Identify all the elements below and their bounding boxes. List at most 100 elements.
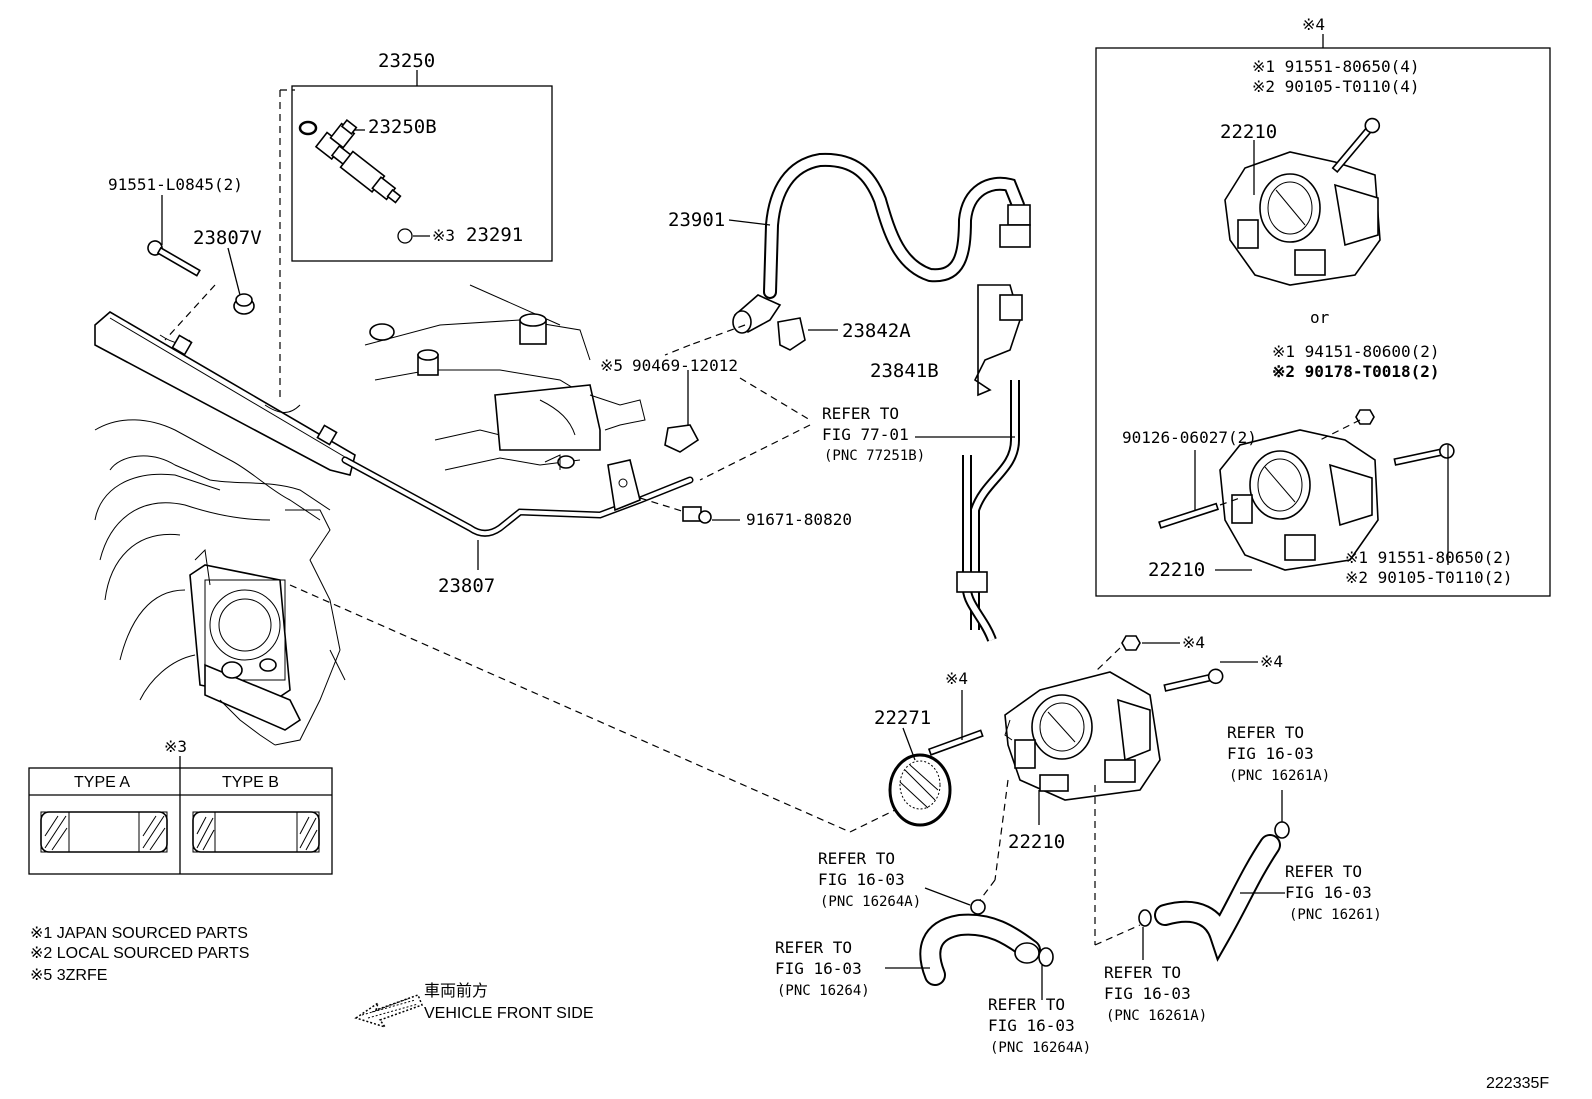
bolt-91671-80820-icon[interactable] (682, 506, 712, 524)
svg-text:REFER TO: REFER TO (988, 995, 1065, 1014)
svg-text:REFER TO: REFER TO (822, 404, 899, 423)
label-22210-main: 22210 (1008, 831, 1065, 853)
type-b-label: TYPE B (222, 774, 279, 791)
hose-clamp-icons[interactable] (970, 821, 1290, 967)
svg-text:REFER TO: REFER TO (1285, 862, 1362, 881)
inset-stud-label: 90126-06027(2) (1122, 428, 1257, 447)
inset-bolt-bottom-icon[interactable] (1393, 443, 1456, 469)
svg-text:REFER TO: REFER TO (818, 849, 895, 868)
label-90469: 90469-12012 (632, 356, 738, 375)
svg-text:FIG 16-03: FIG 16-03 (988, 1016, 1075, 1035)
type-table-mark: ※3 (164, 737, 187, 756)
svg-text:(PNC 16261A): (PNC 16261A) (1229, 768, 1330, 784)
ref-16261[interactable]: REFER TO FIG 16-03 (PNC 16261) (1285, 862, 1382, 923)
type-a-seal-icon (40, 811, 168, 853)
throttle-body-inset-bottom-icon[interactable] (1219, 429, 1379, 571)
label-23807: 23807 (438, 575, 495, 597)
svg-text:FIG 16-03: FIG 16-03 (1227, 744, 1314, 763)
svg-text:FIG 16-03: FIG 16-03 (1285, 883, 1372, 902)
label-23250: 23250 (378, 50, 435, 72)
ref-16261a-top[interactable]: REFER TO FIG 16-03 (PNC 16261A) (1227, 723, 1330, 784)
type-a-label: TYPE A (74, 774, 130, 791)
note-5: ※5 3ZRFE (30, 967, 107, 984)
bolt-91551-l0845-icon[interactable] (145, 238, 201, 279)
cylinder-head-sketch (364, 284, 646, 471)
label-23807v: 23807V (193, 227, 262, 249)
svg-text:FIG 16-03: FIG 16-03 (775, 959, 862, 978)
ref-77-01[interactable]: REFER TO FIG 77-01 (PNC 77251B) (822, 404, 925, 464)
label-23250b: 23250B (368, 116, 437, 138)
fuel-injector-icon[interactable] (314, 115, 417, 207)
bracket-23841b-icon[interactable] (973, 284, 1023, 397)
vacuum-hose (956, 380, 1020, 642)
svg-text:(PNC 16261): (PNC 16261) (1289, 907, 1382, 923)
inset-top-part: 22210 (1220, 121, 1277, 143)
type-table (28, 756, 333, 875)
label-22271-mark: ※4 (945, 669, 968, 688)
svg-text:(PNC 16264A): (PNC 16264A) (820, 894, 921, 910)
ref-16264[interactable]: REFER TO FIG 16-03 (PNC 16264) (775, 938, 870, 999)
label-23291: 23291 (466, 224, 523, 246)
label-23901: 23901 (668, 209, 725, 231)
inset-top-line2: ※2 90105-T0110(4) (1252, 77, 1420, 96)
note-1: ※1 JAPAN SOURCED PARTS (30, 925, 248, 942)
throttle-bolt-icon[interactable] (1163, 668, 1224, 695)
throttle-body-main-icon[interactable] (1004, 671, 1161, 801)
spacer-23807v-icon[interactable] (233, 293, 255, 315)
clip-23842a-icon[interactable] (777, 317, 806, 351)
o-ring-23250b[interactable] (298, 120, 318, 136)
label-91551-l0845: 91551-L0845(2) (108, 175, 243, 194)
svg-text:REFER TO: REFER TO (1227, 723, 1304, 742)
svg-text:REFER TO: REFER TO (1104, 963, 1181, 982)
inset-nut-icon[interactable] (1355, 409, 1375, 425)
clamp-90469-12012-icon[interactable] (664, 424, 700, 453)
inset-top-line1: ※1 91551-80650(4) (1252, 57, 1420, 76)
svg-text:(PNC 16264A): (PNC 16264A) (990, 1040, 1091, 1056)
label-22271: 22271 (874, 707, 931, 729)
label-23842a: 23842A (842, 320, 911, 342)
label-nut-mark: ※4 (1182, 633, 1205, 652)
stud-icon[interactable] (927, 729, 984, 756)
direction-jp: 車両前方 (424, 982, 488, 1000)
svg-text:FIG 16-03: FIG 16-03 (818, 870, 905, 889)
ref-16261a-bottom[interactable]: REFER TO FIG 16-03 (PNC 16261A) (1104, 963, 1207, 1024)
fuel-rail-icon[interactable] (94, 311, 356, 476)
svg-text:REFER TO: REFER TO (775, 938, 852, 957)
label-23291-mark: ※3 (432, 226, 455, 245)
inset-bottom-part: 22210 (1148, 559, 1205, 581)
seal-23291-icon[interactable] (397, 228, 413, 244)
intake-manifold-sketch (94, 419, 896, 833)
svg-text:(PNC 16264): (PNC 16264) (777, 983, 870, 999)
inset-stud-icon[interactable] (1158, 502, 1219, 529)
inset-mid-line2: ※2 90178-T0018(2) (1272, 362, 1440, 381)
fuel-hose-23901[interactable] (732, 152, 1031, 334)
inset-bolt-top-icon[interactable] (1330, 116, 1383, 175)
coolant-hose-left[interactable] (919, 913, 1041, 986)
svg-text:FIG 16-03: FIG 16-03 (1104, 984, 1191, 1003)
inset-bottom-line2: ※2 90105-T0110(2) (1345, 568, 1513, 587)
inset-box (1095, 34, 1551, 597)
injector-group (279, 70, 553, 400)
throttle-body-inset-top-icon[interactable] (1224, 151, 1381, 286)
vehicle-front-arrow-icon (354, 994, 423, 1029)
note-2: ※2 LOCAL SOURCED PARTS (30, 945, 249, 962)
inset-mid-line1: ※1 94151-80600(2) (1272, 342, 1440, 361)
gasket-22271-icon[interactable] (888, 753, 952, 827)
direction-en: VEHICLE FRONT SIDE (424, 1005, 594, 1022)
inset-mark: ※4 (1302, 15, 1325, 34)
svg-text:(PNC 16261A): (PNC 16261A) (1106, 1008, 1207, 1024)
nut-icon[interactable] (1121, 635, 1141, 651)
svg-text:(PNC 77251B): (PNC 77251B) (824, 448, 925, 464)
label-90469-mark: ※5 (600, 356, 623, 375)
fuel-rail-group (94, 195, 740, 570)
type-b-seal-icon (192, 811, 320, 853)
figure-id: 222335F (1486, 1075, 1549, 1092)
label-91671: 91671-80820 (746, 510, 852, 529)
coolant-hose-right[interactable] (1154, 834, 1281, 962)
svg-text:FIG 77-01: FIG 77-01 (822, 425, 909, 444)
ref-16264a-left[interactable]: REFER TO FIG 16-03 (PNC 16264A) (818, 849, 921, 910)
injector-box (291, 85, 553, 262)
inset-bottom-line1: ※1 91551-80650(2) (1345, 548, 1513, 567)
ref-16264a-bottom[interactable]: REFER TO FIG 16-03 (PNC 16264A) (988, 995, 1091, 1056)
